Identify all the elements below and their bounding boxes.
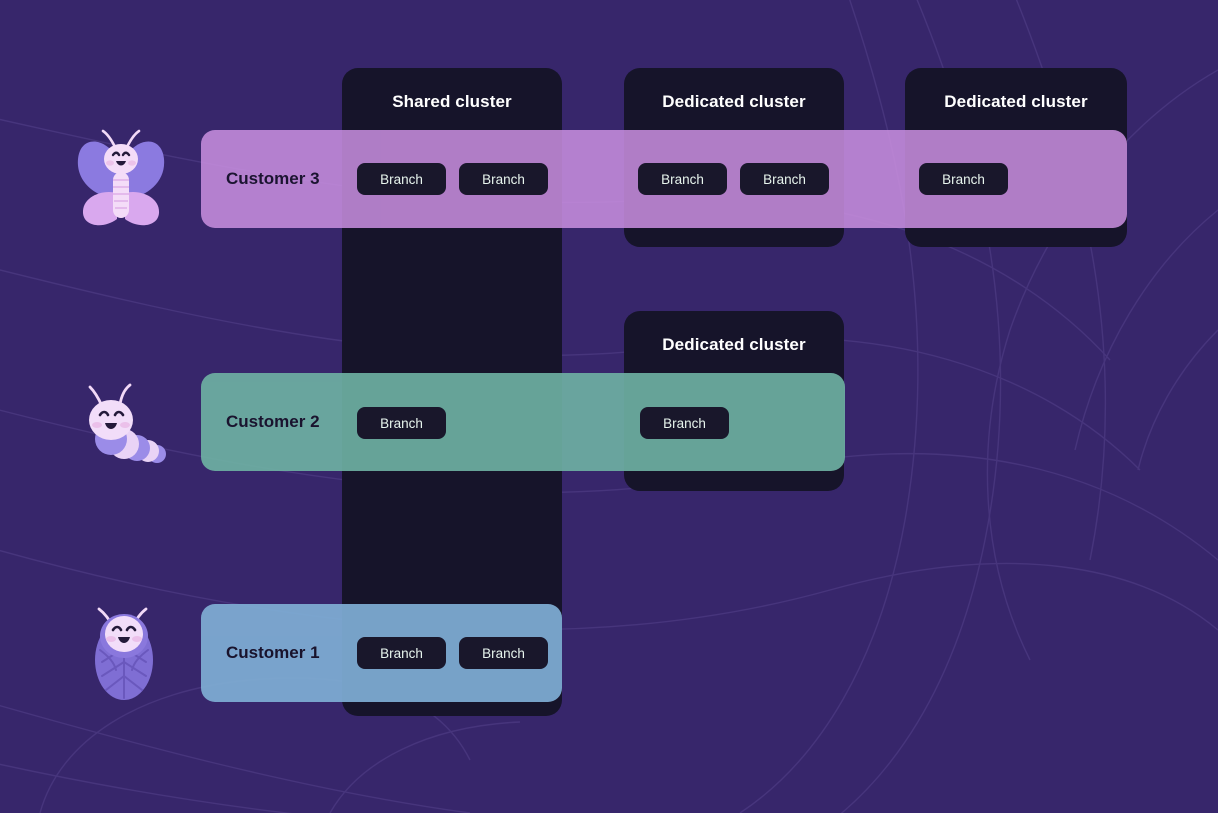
branch-label: Branch [380,645,423,661]
branch-label: Branch [482,645,525,661]
branch-pill[interactable]: Branch [459,637,548,669]
caterpillar-icon [88,383,166,463]
branch-pill[interactable]: Branch [640,407,729,439]
cluster-title: Shared cluster [392,92,512,111]
cluster-title: Dedicated cluster [662,335,806,354]
customer-label: Customer 3 [226,169,320,188]
branch-label: Branch [663,415,706,431]
branch-pill[interactable]: Branch [919,163,1008,195]
customer-band-customer-2[interactable]: Customer 2 [201,373,845,471]
butterfly-icon [77,129,165,226]
branch-pill[interactable]: Branch [357,163,446,195]
cluster-title: Dedicated cluster [944,92,1088,111]
cocoon-icon [95,607,153,700]
branch-pill[interactable]: Branch [357,407,446,439]
branch-label: Branch [763,171,806,187]
cluster-title: Dedicated cluster [662,92,806,111]
branch-label: Branch [380,415,423,431]
customer-label: Customer 1 [226,643,320,662]
branch-pill[interactable]: Branch [638,163,727,195]
branch-pill[interactable]: Branch [357,637,446,669]
branch-pill[interactable]: Branch [740,163,829,195]
branch-label: Branch [380,171,423,187]
branch-pill[interactable]: Branch [459,163,548,195]
customer-label: Customer 2 [226,412,320,431]
branch-label: Branch [942,171,985,187]
branch-label: Branch [661,171,704,187]
branch-label: Branch [482,171,525,187]
